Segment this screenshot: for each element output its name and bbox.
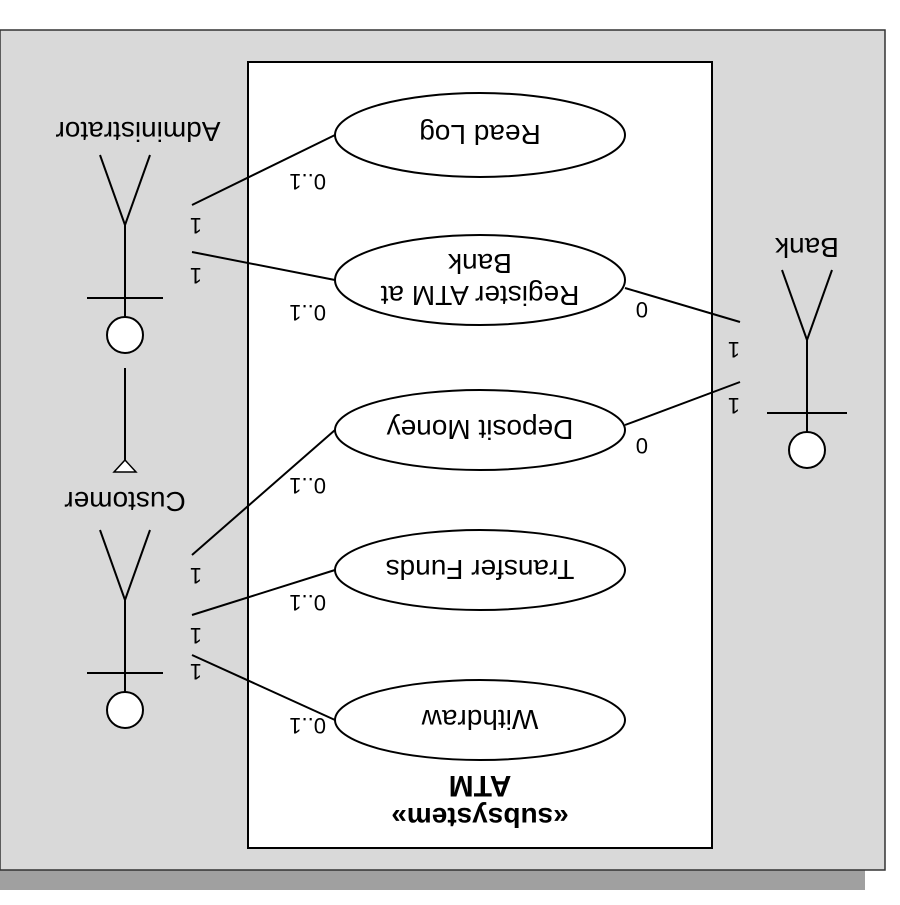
system-stereotype: «subsystem» bbox=[391, 802, 568, 833]
rotated-diagram: «subsystem» ATM Withdraw Transfer Funds … bbox=[0, 29, 886, 890]
mult-admin-readlog-actor: 1 bbox=[190, 213, 202, 238]
bank-leg-right bbox=[781, 269, 808, 341]
use-case-transfer-funds-label: Transfer Funds bbox=[386, 554, 575, 585]
administrator-leg-right bbox=[99, 154, 126, 226]
actor-customer[interactable]: Customer bbox=[64, 486, 186, 729]
mult-customer-transfer-uc: 0..1 bbox=[289, 590, 326, 615]
association-register-bank bbox=[624, 287, 741, 323]
customer-leg-left bbox=[124, 529, 151, 601]
mult-customer-transfer-actor: 1 bbox=[190, 623, 202, 648]
actor-administrator[interactable]: Administrator bbox=[56, 116, 221, 354]
association-admin-register bbox=[191, 251, 336, 281]
actor-customer-label: Customer bbox=[64, 486, 185, 517]
administrator-leg-left bbox=[124, 154, 151, 226]
mult-customer-deposit-actor: 1 bbox=[190, 563, 202, 588]
mult-deposit-bank-uc: 0 bbox=[636, 433, 648, 458]
customer-head-icon bbox=[106, 691, 144, 729]
use-case-deposit-money-label: Deposit Money bbox=[387, 414, 574, 445]
mult-admin-register-uc: 0..1 bbox=[289, 300, 326, 325]
use-case-register-atm-label-1: Register ATM at bbox=[380, 280, 579, 311]
mult-customer-withdraw-uc: 0..1 bbox=[289, 713, 326, 738]
mult-customer-deposit-uc: 0..1 bbox=[289, 473, 326, 498]
mult-register-bank-actor: 1 bbox=[728, 337, 740, 362]
actor-bank-label: Bank bbox=[774, 232, 839, 263]
use-case-read-log-label: Read Log bbox=[419, 119, 540, 150]
mult-admin-register-actor: 1 bbox=[190, 263, 202, 288]
association-admin-readlog bbox=[191, 134, 336, 206]
mult-customer-withdraw-actor: 1 bbox=[190, 659, 202, 684]
use-case-withdraw-label: Withdraw bbox=[421, 704, 538, 735]
actor-bank[interactable]: Bank bbox=[767, 232, 847, 469]
administrator-head-icon bbox=[106, 316, 144, 354]
system-name: ATM bbox=[449, 769, 512, 802]
association-customer-transfer bbox=[191, 569, 336, 616]
customer-leg-right bbox=[99, 529, 126, 601]
bank-head-icon bbox=[788, 431, 826, 469]
association-customer-withdraw bbox=[191, 654, 336, 721]
use-case-register-atm-label-2: Bank bbox=[447, 248, 512, 279]
mult-admin-readlog-uc: 0..1 bbox=[289, 169, 326, 194]
association-deposit-bank bbox=[624, 381, 741, 426]
mult-register-bank-uc: 0 bbox=[636, 297, 648, 322]
generalization-arrowhead-icon bbox=[112, 458, 138, 473]
association-customer-deposit bbox=[191, 429, 336, 556]
mult-deposit-bank-actor: 1 bbox=[728, 393, 740, 418]
actor-administrator-label: Administrator bbox=[56, 116, 221, 147]
bank-leg-left bbox=[806, 269, 833, 341]
